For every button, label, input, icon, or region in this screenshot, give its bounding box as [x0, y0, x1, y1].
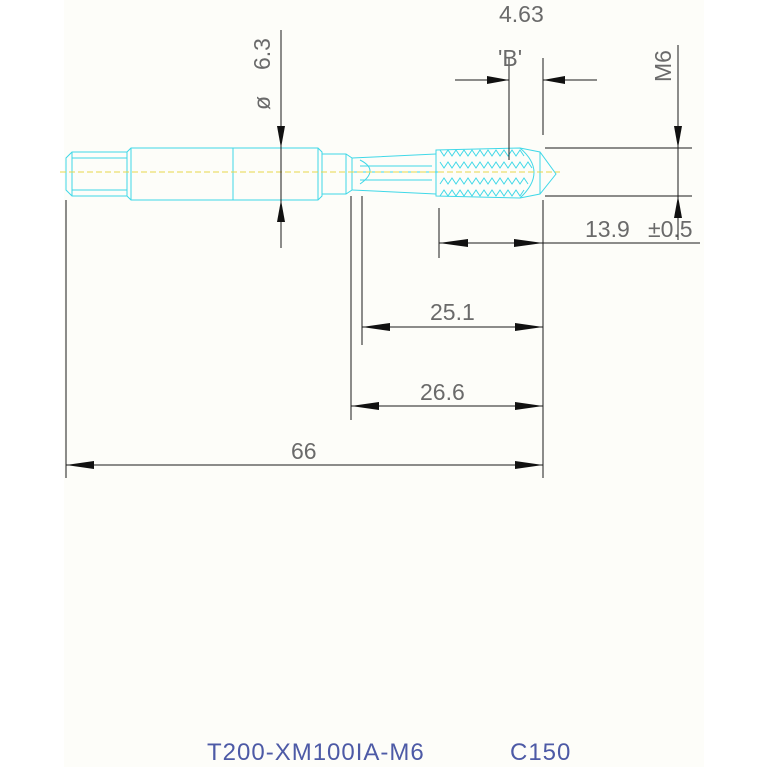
tap-outline: [65, 147, 557, 201]
detail-b-label: 'B': [498, 45, 522, 71]
diameter-symbol: ø: [249, 96, 275, 110]
dim-4-63: 4.63: [499, 1, 544, 27]
drawing-sheet: [64, 0, 704, 767]
part-number: T200-XM100IA-M6: [207, 739, 425, 766]
dimension-lines: [65, 30, 700, 478]
dim-13-9: 13.9: [585, 216, 630, 242]
dim-26-6: 26.6: [420, 379, 465, 405]
dim-66: 66: [291, 438, 317, 464]
dim-25-1: 25.1: [430, 299, 475, 325]
part-code: C150: [510, 739, 571, 766]
dim-6-3: 6.3: [249, 38, 275, 70]
tolerance: ±0.5: [648, 216, 693, 242]
dim-m6: M6: [650, 50, 676, 82]
